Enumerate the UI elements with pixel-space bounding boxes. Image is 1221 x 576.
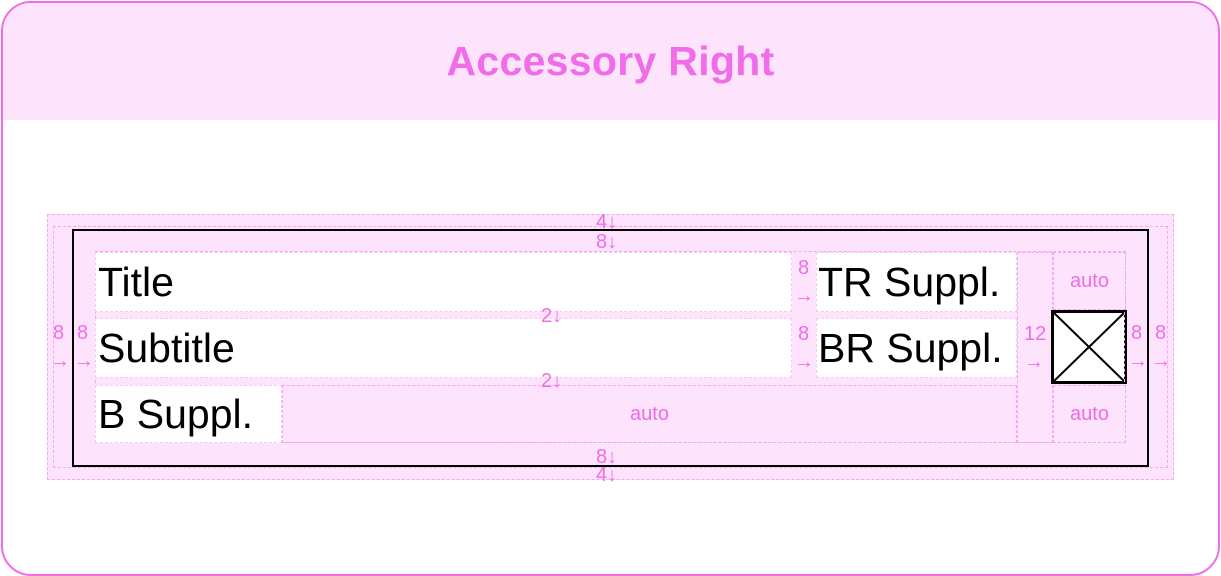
tr-suppl-field <box>816 252 1017 312</box>
inner-right-arrow: → <box>1128 350 1148 372</box>
accessory-gap-column <box>1017 252 1053 443</box>
title-gap-arrow: → <box>794 285 814 307</box>
outer-padding-inner-guide <box>53 226 1168 468</box>
card-header: Accessory Right <box>3 3 1218 120</box>
title-field <box>95 252 792 312</box>
auto-label: auto <box>1070 269 1109 292</box>
accessory-gap-label: 12 <box>1024 323 1047 345</box>
accessory-auto-top: auto <box>1053 252 1126 310</box>
row-gap-2-label: 2↓ <box>541 370 563 392</box>
outer-right-arrow: → <box>1151 350 1171 372</box>
outer-bottom-padding-label: 4↓ <box>596 464 618 486</box>
outer-left-arrow: → <box>50 350 70 372</box>
placeholder-box-icon <box>1051 310 1127 384</box>
outer-left-padding-label: 8 <box>53 322 65 344</box>
outer-top-padding-label: 4↓ <box>596 211 618 233</box>
tr-suppl-text: TR Suppl. <box>818 259 1001 305</box>
inner-top-padding-label: 8↓ <box>596 231 618 253</box>
placeholder-box-graphic <box>1051 310 1127 384</box>
header-title: Accessory Right <box>446 38 775 84</box>
row-gap-1-label: 2↓ <box>541 305 563 327</box>
auto-label: auto <box>630 402 669 425</box>
title-gap-label: 8 <box>798 257 810 279</box>
title-text: Title <box>98 259 174 305</box>
subtitle-gap-label: 8 <box>798 323 810 345</box>
inner-left-arrow: → <box>74 350 94 372</box>
subtitle-text: Subtitle <box>98 325 235 371</box>
outer-right-padding-label: 8 <box>1155 322 1167 344</box>
b-suppl-field <box>95 385 282 443</box>
inner-left-padding-label: 8 <box>77 322 89 344</box>
b-suppl-text: B Suppl. <box>98 391 253 437</box>
accessory-gap-arrow: → <box>1024 351 1044 373</box>
b-suppl-auto-spacer: auto <box>282 385 1017 443</box>
br-suppl-text: BR Suppl. <box>818 325 1003 371</box>
inner-bottom-padding-label: 8↓ <box>596 446 618 468</box>
inner-right-padding-label: 8 <box>1131 322 1143 344</box>
auto-label: auto <box>1070 402 1109 425</box>
accessory-outline-left-guide <box>1124 312 1127 382</box>
subtitle-field <box>95 318 792 378</box>
accessory-auto-bottom: auto <box>1053 385 1126 443</box>
br-suppl-field <box>816 318 1017 378</box>
subtitle-gap-arrow: → <box>794 351 814 373</box>
